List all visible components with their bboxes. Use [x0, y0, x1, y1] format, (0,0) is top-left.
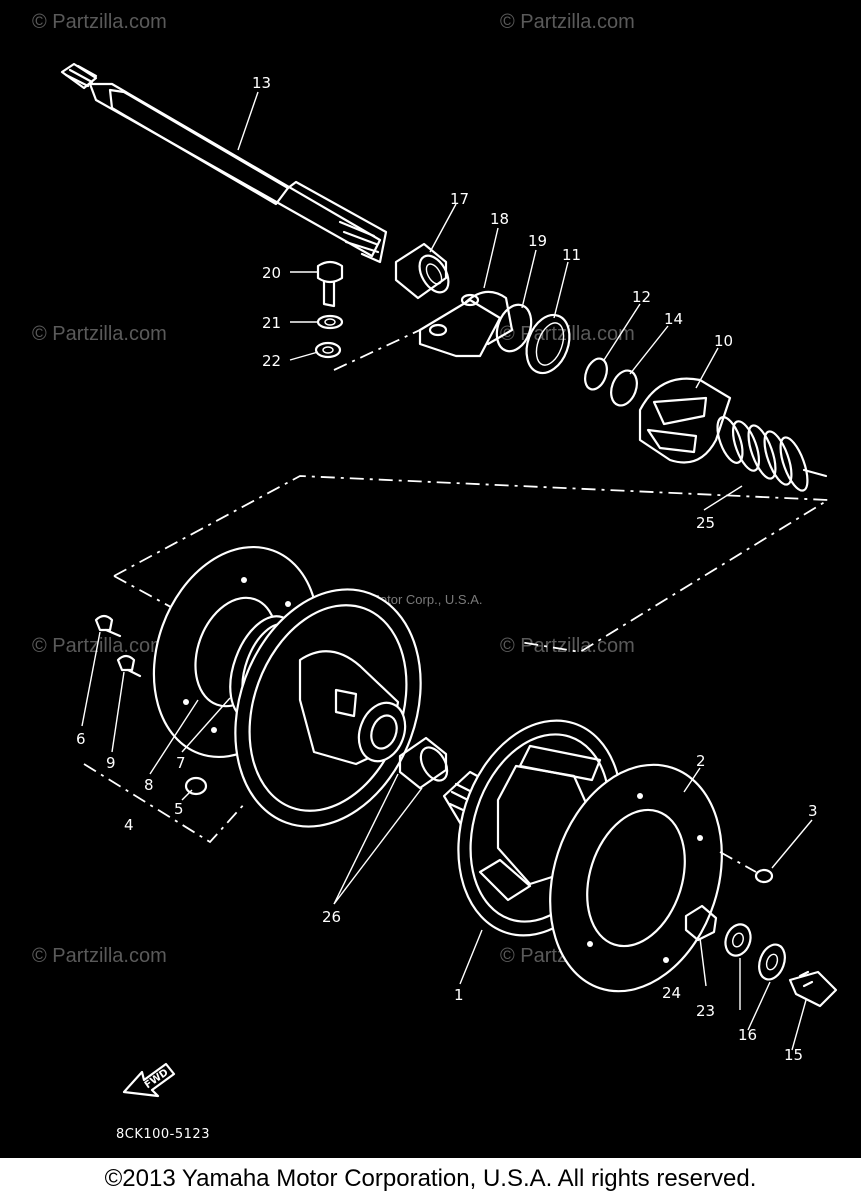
callout-5: 5	[174, 800, 184, 818]
callout-1: 1	[454, 986, 464, 1004]
parts-diagram: © Partzilla.com © Partzilla.com © Partzi…	[0, 0, 861, 1158]
callout-25: 25	[696, 514, 715, 532]
part-21-washer	[316, 314, 344, 330]
part-15-bolt	[788, 970, 838, 1008]
part-22-nut	[314, 341, 342, 359]
callout-14: 14	[664, 310, 683, 328]
part-24-collar	[684, 904, 718, 942]
part-10-cam	[638, 377, 732, 464]
callout-12: 12	[632, 288, 651, 306]
forward-arrow-icon: FWD	[122, 1062, 176, 1098]
callout-21: 21	[262, 314, 281, 332]
part-14-washer	[610, 369, 638, 407]
callout-24: 24	[662, 984, 681, 1002]
callout-10: 10	[714, 332, 733, 350]
callout-9: 9	[106, 754, 116, 772]
part-9-screw	[116, 654, 142, 678]
callout-17: 17	[450, 190, 469, 208]
exploded-view: © Partzilla.com © Partzilla.com © Partzi…	[32, 11, 838, 1142]
callout-labels: 13 17 18 19 11 20 21 22 12 14 10 25 6 9 …	[76, 74, 818, 1064]
assembly-outline	[83, 329, 831, 844]
callout-15: 15	[784, 1046, 803, 1064]
callout-16: 16	[738, 1026, 757, 1044]
watermark: © Partzilla.com	[32, 11, 167, 33]
part-23-washer	[724, 923, 752, 957]
callout-13: 13	[252, 74, 271, 92]
callout-3: 3	[808, 802, 818, 820]
part-12-circlip	[584, 357, 608, 391]
watermark: © Partzilla.com	[32, 945, 167, 967]
copyright-notice: ©2013 Yamaha Motor Corporation, U.S.A. A…	[0, 1158, 861, 1200]
part-17-bushing	[394, 242, 450, 300]
part-5-bushing	[184, 776, 208, 796]
watermark: © Partzilla.com	[32, 323, 167, 345]
callout-20: 20	[262, 264, 281, 282]
callout-7: 7	[176, 754, 186, 772]
callout-11: 11	[562, 246, 581, 264]
callout-2: 2	[696, 752, 706, 770]
drawing-code: 8CK100-5123	[116, 1127, 210, 1142]
callout-4: 4	[124, 816, 134, 834]
part-18-bracket	[418, 290, 514, 358]
leader-lines	[81, 91, 813, 1051]
callout-6: 6	[76, 730, 86, 748]
callout-18: 18	[490, 210, 509, 228]
part-26-bushing	[398, 736, 449, 790]
watermark: © Partzilla.com	[500, 635, 635, 657]
part-4-sheave	[234, 588, 422, 828]
callout-8: 8	[144, 776, 154, 794]
part-11-ring	[525, 313, 571, 375]
callout-22: 22	[262, 352, 281, 370]
callout-26: 26	[322, 908, 341, 926]
watermark: © Partzilla.com	[500, 11, 635, 33]
part-3-screw	[719, 851, 774, 884]
part-13-shaft	[60, 62, 388, 264]
part-16-washer	[758, 943, 786, 981]
part-6-screw	[94, 614, 122, 638]
callout-23: 23	[696, 1002, 715, 1020]
callout-19: 19	[528, 232, 547, 250]
part-25-spring	[716, 416, 828, 492]
part-2-plate	[549, 763, 723, 993]
part-20-bolt	[316, 260, 344, 308]
watermark: © Partzilla.com	[32, 635, 167, 657]
